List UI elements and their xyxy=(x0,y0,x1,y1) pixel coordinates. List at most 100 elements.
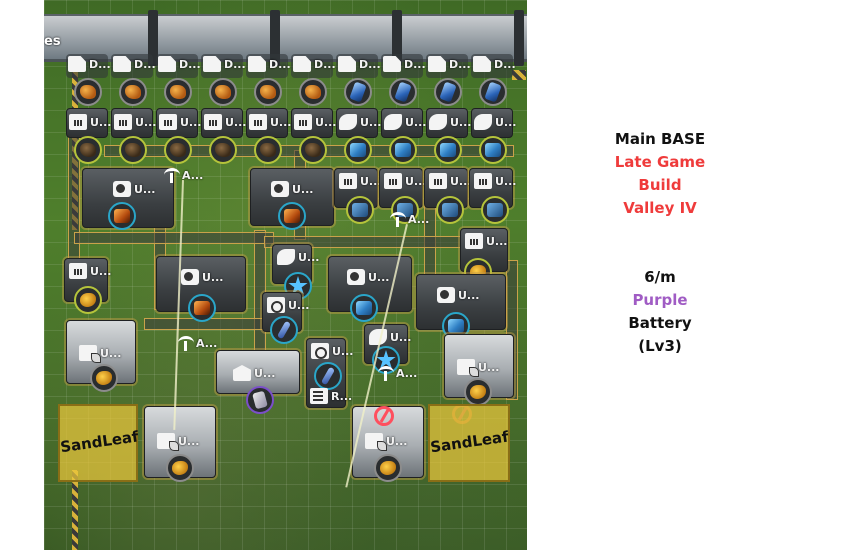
item-slot-amber[interactable] xyxy=(374,454,402,482)
item-slot-blue-cube[interactable] xyxy=(479,136,507,164)
machine-label: U... xyxy=(360,115,382,129)
item-slot-orange-ore[interactable] xyxy=(254,78,282,106)
machine-dispenser[interactable]: D... xyxy=(156,54,201,78)
machine-grinder[interactable]: U... xyxy=(336,108,382,138)
item-slot-dark-ore[interactable] xyxy=(119,136,147,164)
machine-refiner[interactable]: U... xyxy=(156,108,202,138)
item-slot-blue-crystal[interactable] xyxy=(434,78,462,106)
item-slot-blue-chunk[interactable] xyxy=(436,196,464,224)
machine-mixer[interactable]: U... xyxy=(250,168,334,226)
caption-rate: 6/m xyxy=(644,268,676,286)
machine-label: U... xyxy=(315,115,337,129)
relay-tower[interactable]: A... xyxy=(164,168,203,183)
item-slot-blue-cube[interactable] xyxy=(350,294,378,322)
machine-dispenser[interactable]: D... xyxy=(291,54,336,78)
antenna-icon xyxy=(378,366,394,381)
blue-chunk-icon xyxy=(487,203,503,217)
relay-tower[interactable]: A... xyxy=(378,366,417,381)
item-slot-orange-ore[interactable] xyxy=(164,78,192,106)
amber-icon xyxy=(80,293,96,307)
item-slot-blue-cube[interactable] xyxy=(344,136,372,164)
machine-grinder[interactable]: U... xyxy=(381,108,426,138)
dispenser-icon xyxy=(338,56,356,72)
blue-cube-icon xyxy=(485,143,501,157)
machine-dispenser[interactable]: D... xyxy=(246,54,291,78)
item-slot-blue-chunk[interactable] xyxy=(481,196,509,224)
item-slot-orange-ore[interactable] xyxy=(74,78,102,106)
caption-subtitle-line: Late Game xyxy=(614,153,706,171)
item-slot-blue-crystal[interactable] xyxy=(479,78,507,106)
machine-grinder[interactable]: U... xyxy=(471,108,516,138)
game-map[interactable]: es U... U... U... U... U... U... U... U.… xyxy=(44,0,527,550)
machine-dispenser[interactable]: D... xyxy=(336,54,381,78)
item-slot-blue-cube[interactable] xyxy=(434,136,462,164)
power-off-icon[interactable] xyxy=(374,406,394,426)
machine-refiner[interactable]: U... xyxy=(246,108,291,138)
item-slot-orange-cube[interactable] xyxy=(108,202,136,230)
machine-label: U... xyxy=(298,250,320,264)
item-slot-amber[interactable] xyxy=(166,454,194,482)
machine-dispenser[interactable]: D... xyxy=(426,54,471,78)
conveyor-belt[interactable] xyxy=(74,232,274,244)
wall-post xyxy=(392,10,402,66)
machine-refiner[interactable]: U... xyxy=(66,108,111,138)
item-slot-blue-crystal[interactable] xyxy=(389,78,417,106)
wall-post xyxy=(514,10,524,66)
machine-grinder[interactable]: U... xyxy=(272,244,319,284)
blue-chunk-icon xyxy=(352,203,368,217)
item-slot-blue-cube[interactable] xyxy=(389,136,417,164)
relay-tower[interactable]: A... xyxy=(178,336,217,351)
machine-filler-tag[interactable]: R... xyxy=(310,388,352,404)
orange-cube-icon xyxy=(284,209,300,223)
item-slot-orange-cube[interactable] xyxy=(278,202,306,230)
refiner-icon xyxy=(249,114,267,130)
orange-ore-icon xyxy=(215,85,231,99)
machine-refiner[interactable]: U... xyxy=(111,108,156,138)
sandleaf-zone[interactable]: SandLeaf xyxy=(428,404,510,482)
hazard-stripe-left-lower xyxy=(72,470,78,550)
machine-refiner[interactable]: U... xyxy=(291,108,337,138)
machine-dispenser[interactable]: D... xyxy=(381,54,426,78)
machine-label: U... xyxy=(292,182,314,196)
item-slot-orange-ore[interactable] xyxy=(299,78,327,106)
machine-dispenser[interactable]: D... xyxy=(201,54,246,78)
machine-planter[interactable]: U... xyxy=(444,334,514,398)
machine-label: D... xyxy=(89,57,111,71)
item-slot-orange-ore[interactable] xyxy=(209,78,237,106)
item-slot-amber[interactable] xyxy=(74,286,102,314)
sandleaf-zone[interactable]: SandLeaf xyxy=(58,404,140,482)
item-slot-blue-crystal[interactable] xyxy=(344,78,372,106)
machine-label: U... xyxy=(180,115,202,129)
machine-refiner[interactable]: U... xyxy=(201,108,246,138)
item-slot-orange-ore[interactable] xyxy=(119,78,147,106)
item-slot-blue-chunk[interactable] xyxy=(346,196,374,224)
grinder-icon xyxy=(277,249,295,265)
relay-tower[interactable]: A... xyxy=(390,212,429,227)
item-slot-orange-cube[interactable] xyxy=(188,294,216,322)
item-slot-dark-ore[interactable] xyxy=(164,136,192,164)
refiner-icon xyxy=(159,114,177,130)
item-slot-dark-ore[interactable] xyxy=(209,136,237,164)
wall-label: es xyxy=(44,34,61,49)
item-slot-amber[interactable] xyxy=(90,364,118,392)
item-slot-dark-ore[interactable] xyxy=(254,136,282,164)
item-slot-rod[interactable] xyxy=(314,362,342,390)
machine-grinder[interactable]: U... xyxy=(426,108,472,138)
machine-dispenser[interactable]: D... xyxy=(66,54,111,78)
refiner-icon xyxy=(384,173,402,189)
item-slot-battery[interactable] xyxy=(246,386,274,414)
item-slot-dark-ore[interactable] xyxy=(74,136,102,164)
caption-spacer xyxy=(560,220,760,266)
machine-label: U... xyxy=(405,174,427,188)
item-slot-amber[interactable] xyxy=(464,378,492,406)
item-slot-dark-ore[interactable] xyxy=(299,136,327,164)
machine-label: U... xyxy=(288,298,310,312)
machine-label: U... xyxy=(450,115,472,129)
machine-planter[interactable]: U... xyxy=(66,320,136,384)
orange-cube-icon xyxy=(194,301,210,315)
machine-dispenser[interactable]: D... xyxy=(471,54,516,78)
machine-dispenser[interactable]: D... xyxy=(111,54,156,78)
item-slot-rod[interactable] xyxy=(270,316,298,344)
blue-cube-icon xyxy=(395,143,411,157)
grinder-icon xyxy=(474,114,492,130)
